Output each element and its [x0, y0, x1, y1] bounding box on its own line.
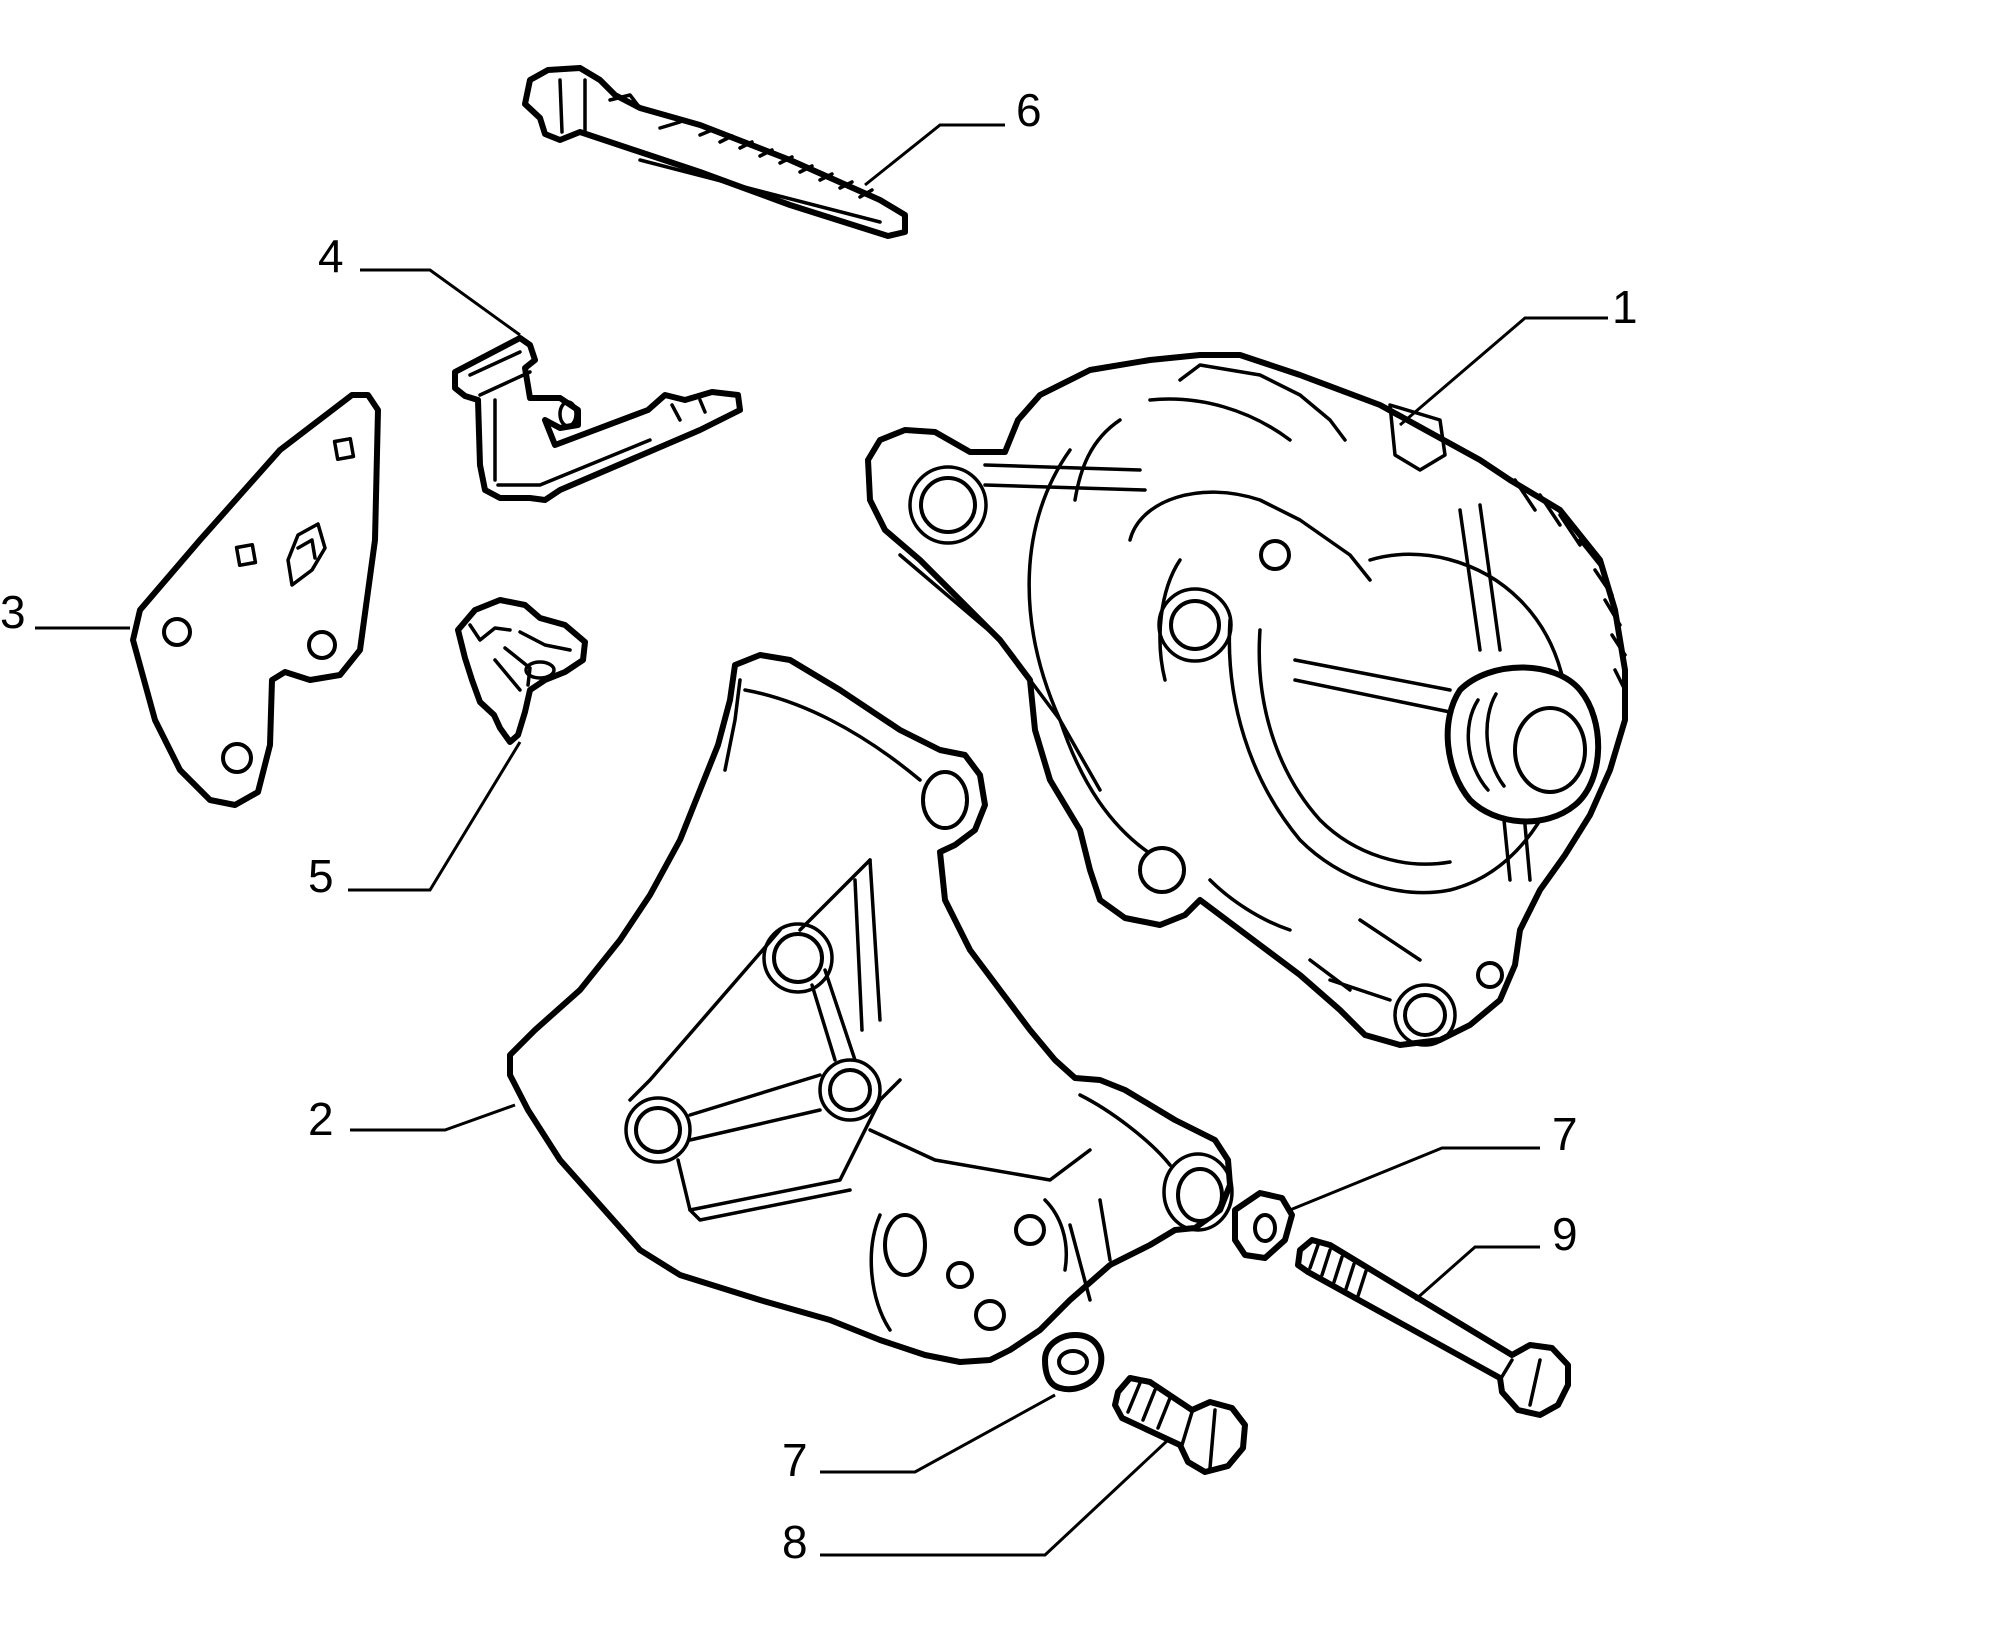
callout-3: 3: [0, 586, 26, 638]
part-small-clip: [455, 597, 588, 745]
callout-labels: 1 2 3 4 5 6 7 7 8 9: [0, 84, 1638, 1568]
leader-1: [1399, 316, 1608, 427]
leader-4: [360, 268, 521, 337]
part-plate: [130, 392, 381, 808]
callout-6: 6: [1016, 84, 1042, 136]
part-cable-tie: [522, 65, 908, 239]
leader-5: [348, 741, 522, 892]
leader-2: [350, 1103, 516, 1132]
callout-2: 2: [308, 1093, 334, 1145]
callout-8: 8: [782, 1516, 808, 1568]
leader-9: [1414, 1245, 1540, 1302]
leader-8: [820, 1438, 1170, 1557]
callout-7-lower: 7: [782, 1434, 808, 1486]
leader-7a: [1289, 1146, 1540, 1212]
callout-5: 5: [308, 850, 334, 902]
part-washer-upper: [1232, 1190, 1295, 1261]
leader-6: [864, 123, 1005, 187]
callout-1: 1: [1612, 281, 1638, 333]
part-long-bolt: [1295, 1237, 1571, 1418]
part-short-bolt: [1112, 1375, 1248, 1475]
part-washer-lower: [1042, 1332, 1105, 1392]
callout-9: 9: [1552, 1208, 1578, 1260]
part-mounting-bracket: [507, 652, 1234, 1365]
part-alternator: [865, 352, 1628, 1048]
leader-lines: [35, 123, 1608, 1557]
part-bracket-clip: [452, 335, 743, 503]
leader-7b: [820, 1393, 1056, 1474]
callout-7-upper: 7: [1552, 1108, 1578, 1160]
callout-4: 4: [318, 230, 344, 282]
